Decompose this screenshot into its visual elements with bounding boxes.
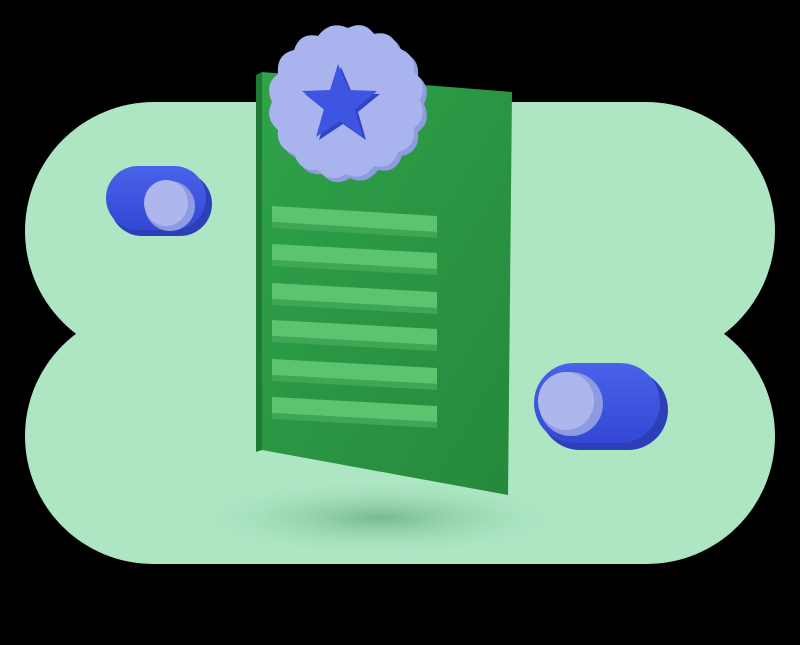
toggle-switch-icon — [106, 166, 212, 236]
star-icon — [302, 64, 380, 140]
document-shadow — [180, 478, 580, 558]
document-lines — [272, 206, 437, 428]
document-line — [272, 359, 437, 390]
document-line — [272, 320, 437, 351]
star-badge-icon — [269, 25, 427, 183]
document-card — [256, 72, 512, 495]
document-line — [272, 283, 437, 314]
document-line — [272, 206, 437, 238]
document-line — [272, 244, 437, 275]
toggle-switch-icon — [534, 363, 668, 450]
document-line — [272, 397, 437, 428]
